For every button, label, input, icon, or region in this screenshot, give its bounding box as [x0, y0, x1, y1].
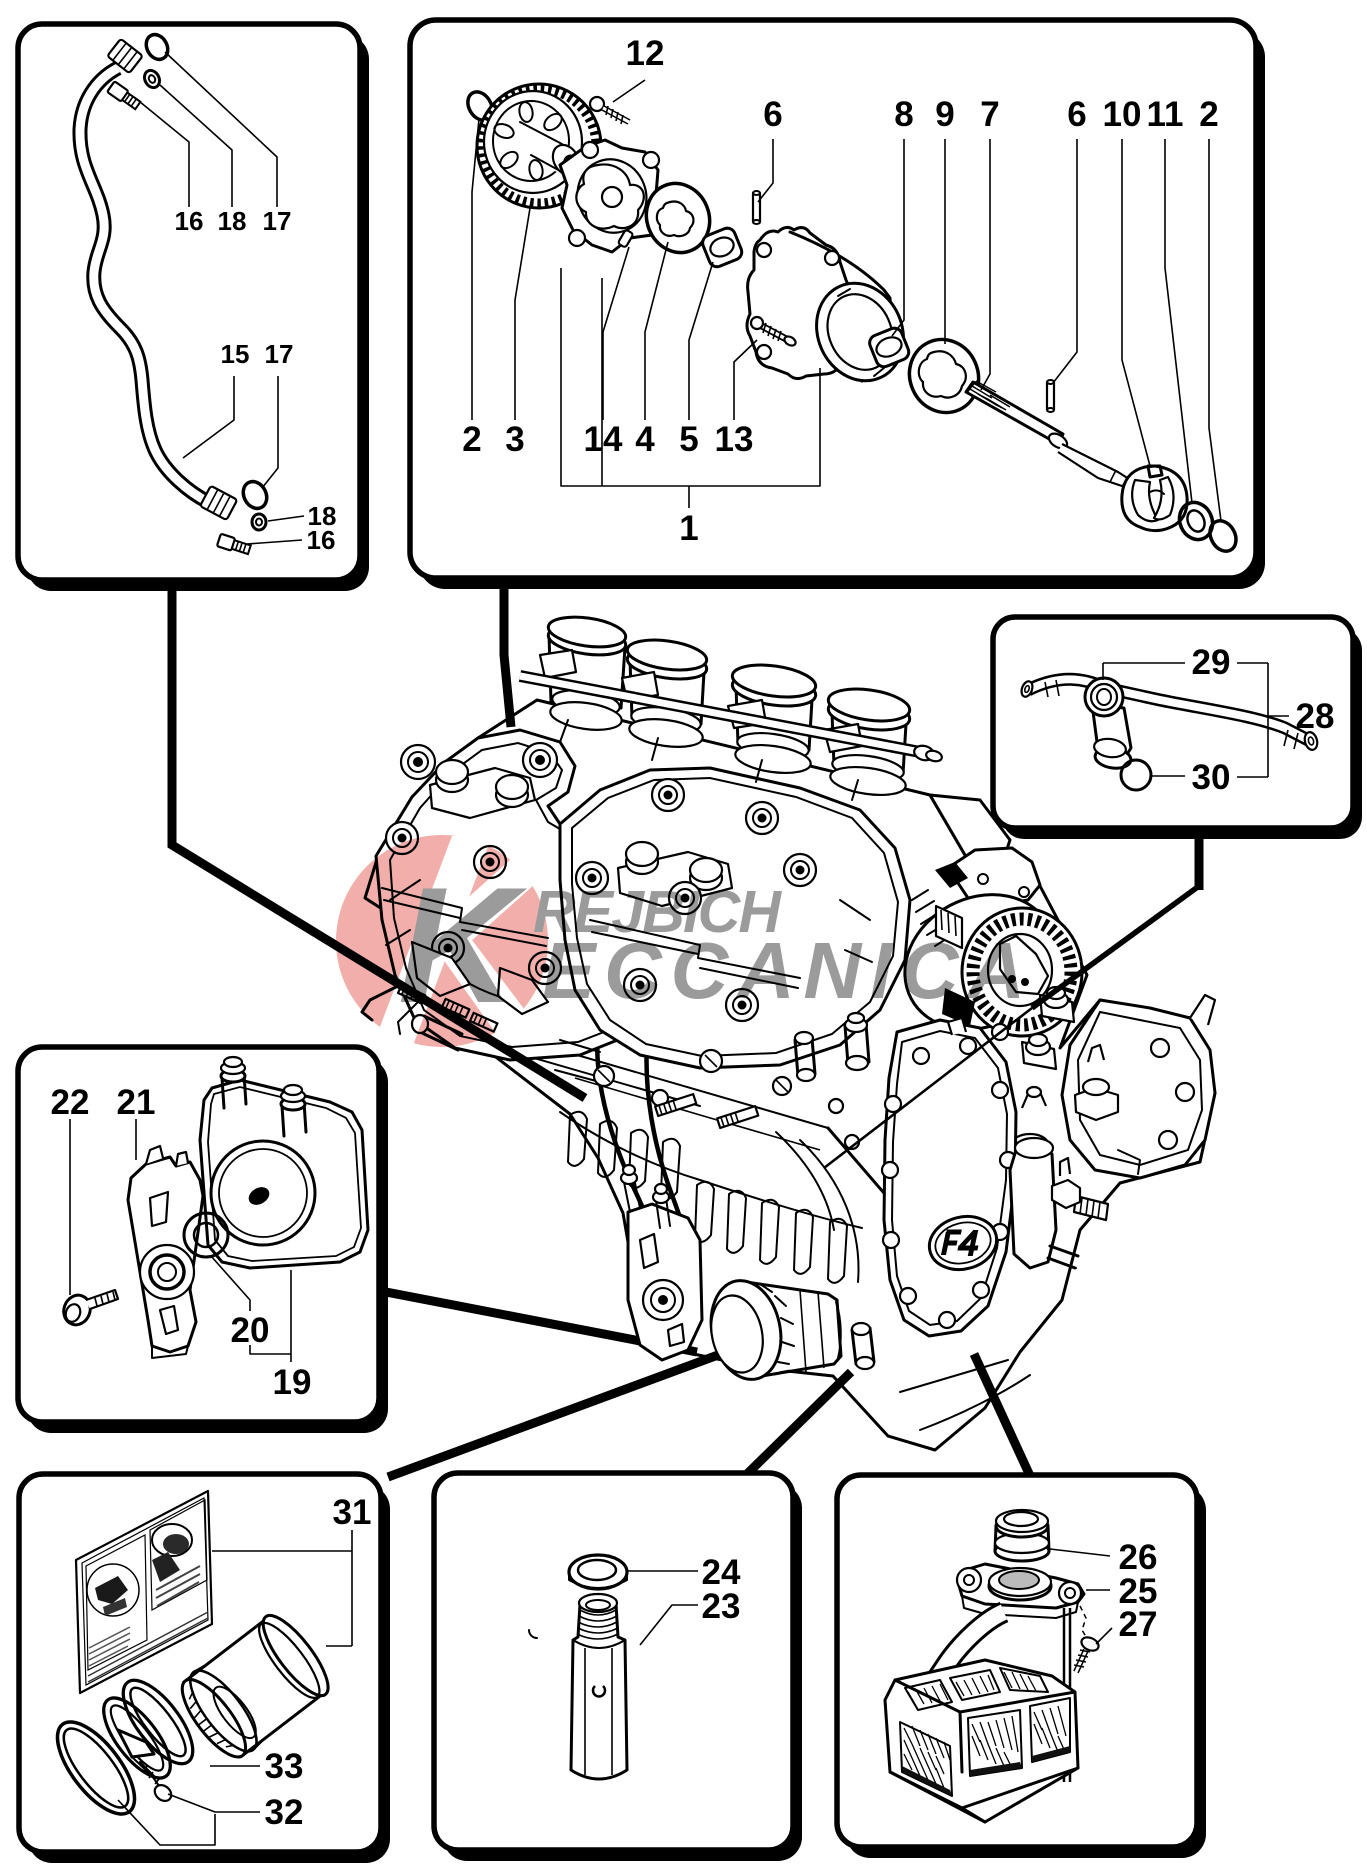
svg-text:1: 1 — [679, 509, 698, 548]
svg-text:32: 32 — [265, 1793, 304, 1832]
svg-text:4: 4 — [635, 420, 655, 459]
svg-text:23: 23 — [702, 1587, 741, 1626]
svg-text:14: 14 — [584, 420, 623, 459]
svg-text:REJBICH: REJBICH — [533, 879, 782, 945]
svg-text:27: 27 — [1119, 1605, 1158, 1644]
svg-text:31: 31 — [333, 1493, 372, 1532]
svg-text:8: 8 — [894, 95, 913, 134]
svg-text:28: 28 — [1296, 697, 1335, 736]
svg-text:17: 17 — [263, 206, 292, 236]
svg-text:33: 33 — [265, 1747, 304, 1786]
svg-text:7: 7 — [980, 95, 999, 134]
svg-text:11: 11 — [1147, 95, 1184, 134]
svg-text:9: 9 — [935, 95, 954, 134]
svg-text:12: 12 — [626, 34, 665, 73]
svg-text:3: 3 — [505, 420, 524, 459]
svg-text:18: 18 — [218, 206, 247, 236]
svg-text:5: 5 — [679, 420, 698, 459]
svg-text:20: 20 — [231, 1311, 270, 1350]
svg-text:15: 15 — [221, 339, 250, 369]
svg-text:26: 26 — [1119, 1538, 1158, 1577]
svg-text:K: K — [398, 853, 528, 1037]
svg-text:2: 2 — [1199, 95, 1218, 134]
svg-text:19: 19 — [273, 1363, 312, 1402]
svg-text:6: 6 — [763, 95, 782, 134]
svg-text:18: 18 — [308, 501, 337, 531]
svg-text:6: 6 — [1067, 95, 1086, 134]
svg-text:10: 10 — [1103, 95, 1142, 134]
svg-text:24: 24 — [702, 1553, 741, 1592]
svg-text:22: 22 — [51, 1083, 90, 1122]
svg-text:29: 29 — [1192, 643, 1231, 682]
svg-text:25: 25 — [1119, 1572, 1158, 1611]
svg-text:21: 21 — [117, 1083, 156, 1122]
svg-text:ECCANICA: ECCANICA — [542, 926, 1025, 1015]
svg-text:30: 30 — [1192, 758, 1231, 797]
svg-text:2: 2 — [462, 420, 481, 459]
svg-text:17: 17 — [265, 339, 294, 369]
svg-text:16: 16 — [307, 525, 336, 555]
svg-text:16: 16 — [175, 206, 204, 236]
svg-text:13: 13 — [715, 420, 754, 459]
